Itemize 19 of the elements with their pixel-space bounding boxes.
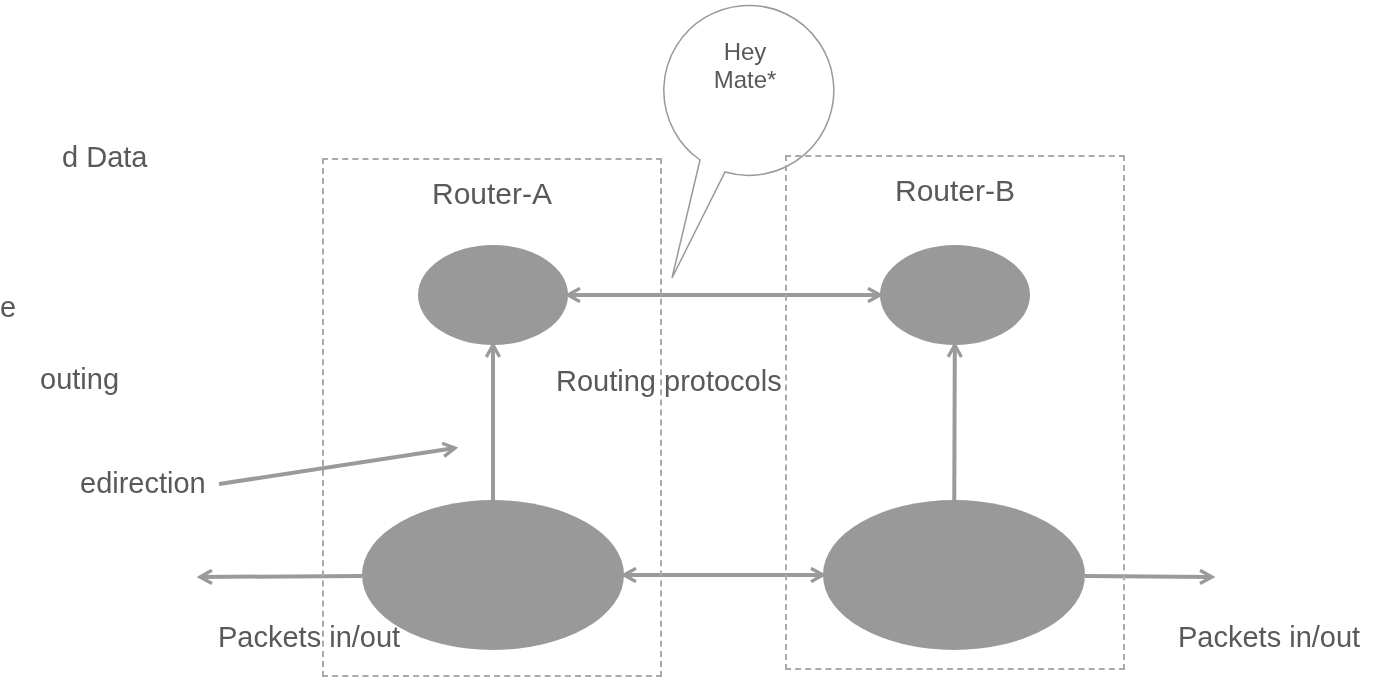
- router-title: Router-B: [894, 173, 1015, 209]
- label-text: Packets in/out: [218, 620, 401, 654]
- arrow: [198, 568, 363, 586]
- arrow: [946, 343, 964, 500]
- label-text: d Data: [62, 140, 148, 174]
- arrow: [1084, 568, 1214, 586]
- router-boundary: [322, 158, 662, 677]
- arrow: [566, 286, 882, 304]
- label-text: outing: [40, 362, 119, 396]
- label-text: e: [0, 290, 17, 324]
- router-boundary: [785, 155, 1125, 670]
- label-text: Packets in/out: [1178, 620, 1361, 654]
- callout-text: edirection: [80, 466, 215, 502]
- bubble-text: Hey Mate*: [712, 38, 778, 94]
- label-text: Routing protocols: [556, 364, 782, 398]
- leader-arrow: [218, 441, 457, 486]
- arrow: [622, 566, 825, 584]
- router-title: Router-A: [431, 176, 552, 212]
- arrow: [484, 343, 502, 500]
